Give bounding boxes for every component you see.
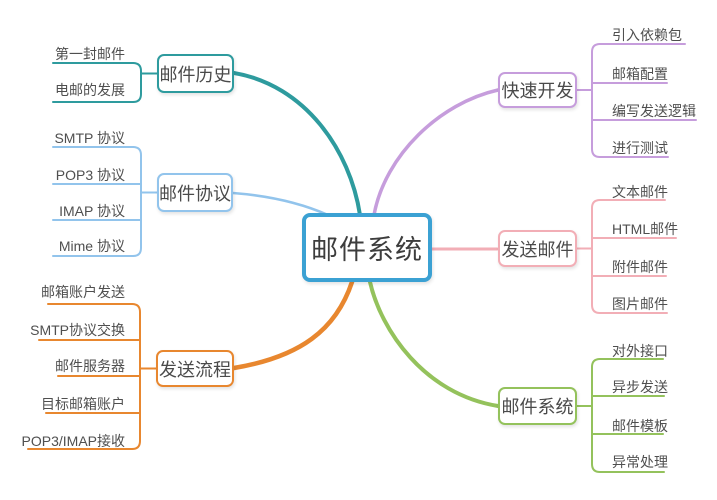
branch-topic-send-process[interactable]: 发送流程 bbox=[156, 350, 234, 387]
subtopic-attachment-mail[interactable]: 附件邮件 bbox=[612, 259, 668, 275]
subtopic-exception-handling[interactable]: 异常处理 bbox=[612, 454, 668, 470]
branch-topic-quick-dev[interactable]: 快速开发 bbox=[498, 72, 577, 108]
subtopic-mailbox-account-send[interactable]: 邮箱账户发送 bbox=[41, 284, 125, 300]
branch-topic-send-mail[interactable]: 发送邮件 bbox=[498, 230, 577, 267]
central-topic-label: 邮件系统 bbox=[311, 235, 423, 265]
subtopic-smtp-exchange[interactable]: SMTP协议交换 bbox=[30, 322, 125, 338]
subtopic-mail-server[interactable]: 邮件服务器 bbox=[55, 358, 125, 374]
subtopic-mime-protocol[interactable]: Mime 协议 bbox=[58, 238, 125, 254]
subtopic-import-dependency[interactable]: 引入依赖包 bbox=[612, 27, 682, 43]
subtopic-external-api[interactable]: 对外接口 bbox=[612, 343, 668, 359]
subtopic-run-test[interactable]: 进行测试 bbox=[612, 140, 668, 156]
branch-topic-mail-history[interactable]: 邮件历史 bbox=[157, 54, 234, 93]
branch-label: 发送邮件 bbox=[501, 239, 574, 260]
subtopic-email-development[interactable]: 电邮的发展 bbox=[55, 82, 125, 98]
central-topic[interactable]: 邮件系统 bbox=[302, 213, 432, 282]
branch-topic-mail-protocol[interactable]: 邮件协议 bbox=[157, 173, 233, 212]
subtopic-image-mail[interactable]: 图片邮件 bbox=[612, 296, 668, 312]
branch-topic-mail-system[interactable]: 邮件系统 bbox=[498, 387, 577, 425]
subtopic-pop3-protocol[interactable]: POP3 协议 bbox=[55, 167, 125, 183]
subtopic-mailbox-config[interactable]: 邮箱配置 bbox=[612, 66, 668, 82]
subtopic-async-send[interactable]: 异步发送 bbox=[612, 379, 668, 395]
subtopic-text-mail[interactable]: 文本邮件 bbox=[612, 184, 668, 200]
branch-label: 邮件历史 bbox=[159, 64, 232, 85]
subtopic-imap-protocol[interactable]: IMAP 协议 bbox=[59, 203, 125, 219]
branch-label: 邮件系统 bbox=[501, 397, 574, 417]
subtopic-html-mail[interactable]: HTML邮件 bbox=[612, 221, 679, 237]
subtopic-target-mailbox[interactable]: 目标邮箱账户 bbox=[41, 396, 125, 412]
subtopic-mail-template[interactable]: 邮件模板 bbox=[612, 418, 668, 434]
branch-label: 发送流程 bbox=[159, 359, 231, 380]
subtopic-smtp-protocol[interactable]: SMTP 协议 bbox=[54, 130, 125, 146]
subtopic-write-send-logic[interactable]: 编写发送逻辑 bbox=[612, 103, 696, 119]
branch-label: 邮件协议 bbox=[159, 183, 231, 204]
subtopic-pop3-imap-receive[interactable]: POP3/IMAP接收 bbox=[21, 433, 125, 449]
branch-label: 快速开发 bbox=[501, 81, 574, 101]
subtopic-first-email[interactable]: 第一封邮件 bbox=[55, 46, 125, 62]
